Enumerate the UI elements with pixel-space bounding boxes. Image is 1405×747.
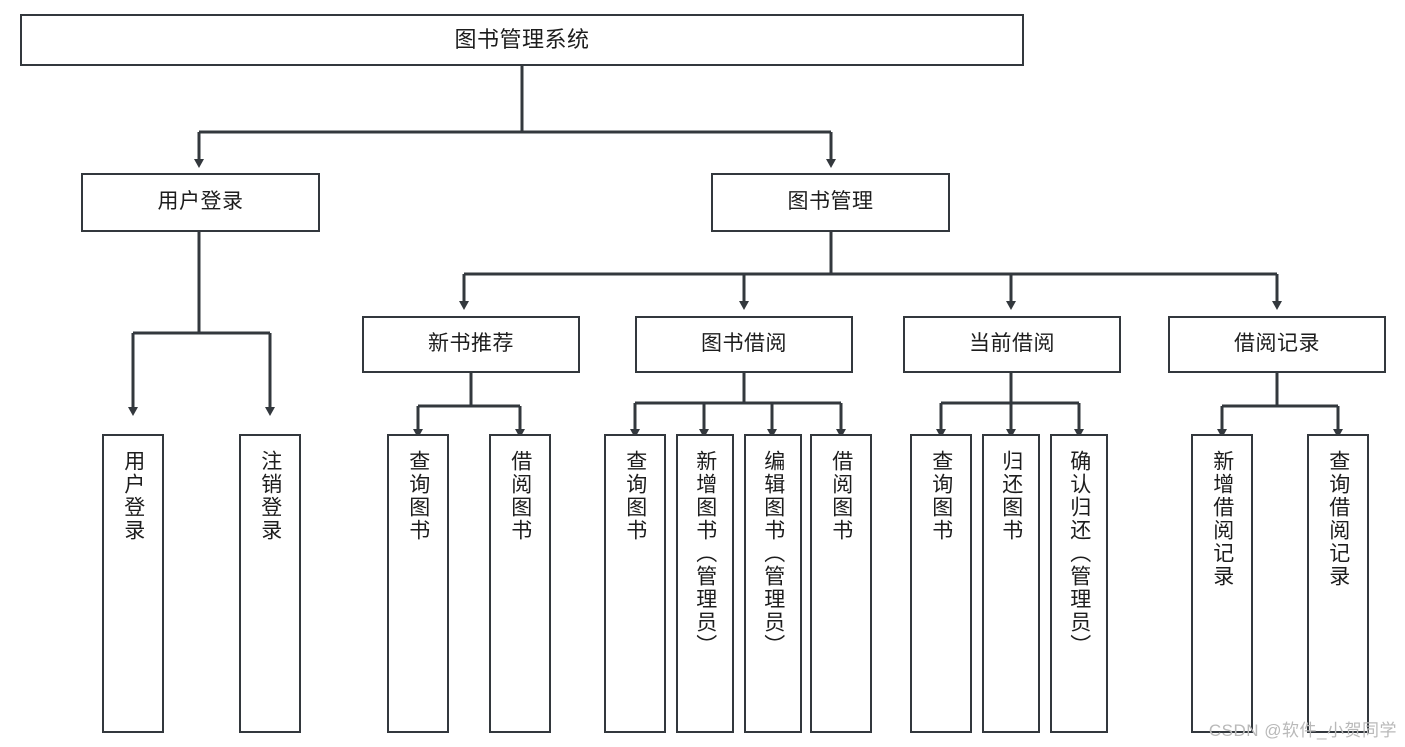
- leaf-borrow-borrow-book[interactable]: 借阅图书: [810, 434, 872, 733]
- leaf-new-book-borrow[interactable]: 借阅图书: [489, 434, 551, 733]
- watermark: CSDN @软件_小贺同学: [1208, 721, 1397, 740]
- node-label: 图书借阅: [701, 332, 787, 356]
- node-label: 查询图书: [406, 450, 430, 542]
- node-label: 用户登录: [121, 450, 145, 542]
- node-label: 查询图书: [929, 450, 953, 542]
- node-label: 归还图书: [999, 450, 1023, 542]
- leaf-borrow-edit-book[interactable]: 编辑图书（管理员）: [744, 434, 802, 733]
- leaf-user-login-signin[interactable]: 用户登录: [102, 434, 164, 733]
- node-root-system[interactable]: 图书管理系统: [20, 14, 1024, 66]
- node-label: 图书管理: [787, 190, 874, 214]
- node-new-book-recommend[interactable]: 新书推荐: [362, 316, 580, 373]
- node-label: 图书管理系统: [454, 27, 590, 53]
- node-book-borrow[interactable]: 图书借阅: [635, 316, 853, 373]
- node-label: 用户登录: [157, 190, 244, 214]
- node-label: 新书推荐: [428, 332, 514, 356]
- leaf-current-return-book[interactable]: 归还图书: [982, 434, 1040, 733]
- node-borrow-record[interactable]: 借阅记录: [1168, 316, 1386, 373]
- node-label: 注销登录: [258, 450, 282, 542]
- node-label: 查询借阅记录: [1326, 450, 1350, 588]
- leaf-new-book-query[interactable]: 查询图书: [387, 434, 449, 733]
- leaf-borrow-add-book[interactable]: 新增图书（管理员）: [676, 434, 734, 733]
- node-current-borrow[interactable]: 当前借阅: [903, 316, 1121, 373]
- node-label: 新增借阅记录: [1210, 450, 1234, 588]
- leaf-user-login-logout[interactable]: 注销登录: [239, 434, 301, 733]
- node-book-management[interactable]: 图书管理: [711, 173, 950, 232]
- node-label: 新增图书（管理员）: [693, 450, 717, 657]
- node-label: 编辑图书（管理员）: [761, 450, 785, 657]
- leaf-record-add[interactable]: 新增借阅记录: [1191, 434, 1253, 733]
- node-user-login[interactable]: 用户登录: [81, 173, 320, 232]
- node-label: 借阅记录: [1234, 332, 1320, 356]
- leaf-record-query[interactable]: 查询借阅记录: [1307, 434, 1369, 733]
- leaf-current-confirm-return[interactable]: 确认归还（管理员）: [1050, 434, 1108, 733]
- node-label: 查询图书: [623, 450, 647, 542]
- node-label: 当前借阅: [969, 332, 1055, 356]
- node-label: 借阅图书: [829, 450, 853, 542]
- leaf-current-query-book[interactable]: 查询图书: [910, 434, 972, 733]
- node-label: 确认归还（管理员）: [1067, 450, 1091, 657]
- node-label: 借阅图书: [508, 450, 532, 542]
- leaf-borrow-query-book[interactable]: 查询图书: [604, 434, 666, 733]
